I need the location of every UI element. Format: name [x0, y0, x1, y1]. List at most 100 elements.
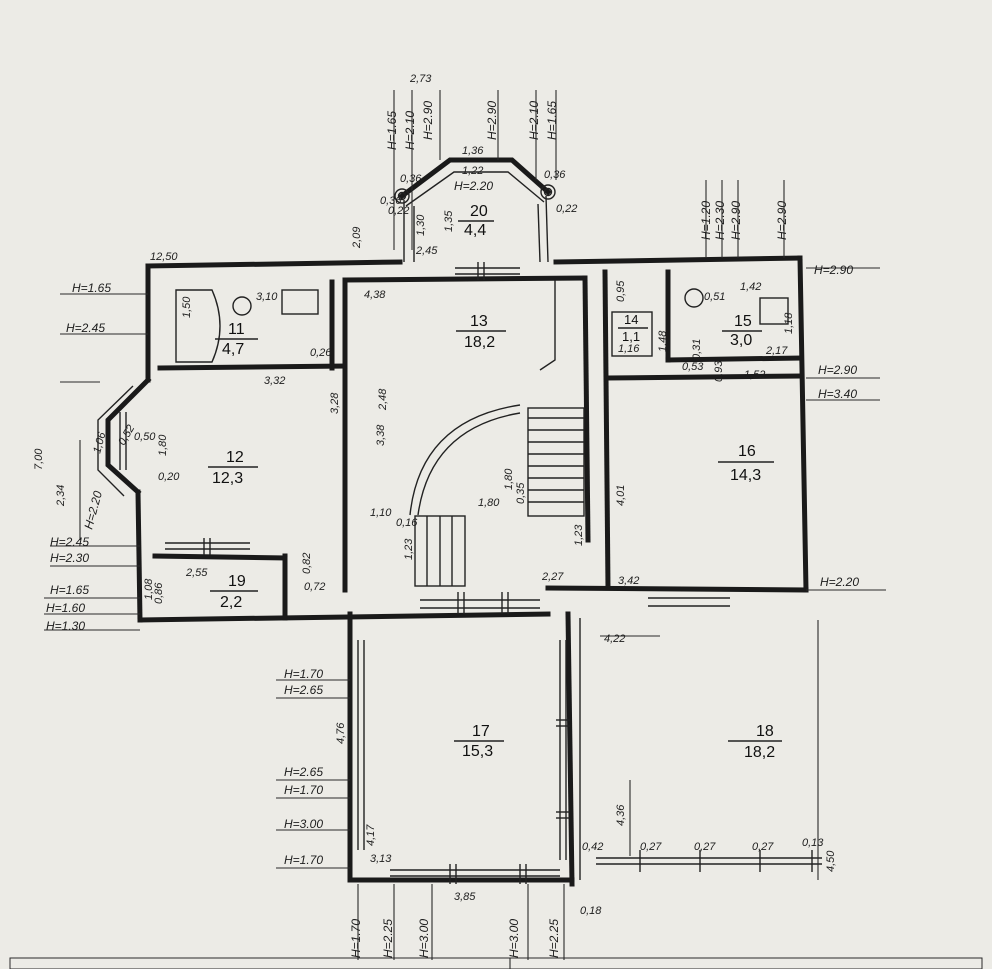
- dim-label: 0,35: [515, 482, 527, 504]
- dim-label: 0,18: [580, 905, 602, 917]
- dim-label: 2,45: [415, 245, 438, 257]
- height-label: H=1.65: [50, 583, 89, 597]
- dim-label: 7,00: [33, 448, 45, 470]
- toilet-15-icon: [684, 288, 704, 308]
- dim-label: 4,38: [364, 289, 386, 301]
- washbasin-11-icon: [281, 289, 319, 315]
- room-number: 16: [738, 443, 756, 460]
- room-number: 12: [226, 449, 244, 466]
- wall-east-inner: [602, 269, 611, 591]
- room-area: 18,2: [464, 334, 495, 351]
- dim-label: 0,53: [682, 361, 704, 373]
- room-19: 19 2,2: [210, 573, 258, 611]
- height-label: H=2.20: [820, 575, 859, 589]
- height-label: H=2.65: [284, 683, 323, 697]
- height-label: H=3.40: [818, 387, 857, 401]
- height-label: H=2.90: [729, 201, 743, 240]
- dim-label: 1,36: [462, 145, 484, 157]
- room-14: 14 1,1: [618, 312, 648, 344]
- dim-label: 2,55: [185, 567, 208, 579]
- dim-label: 1,80: [478, 497, 500, 509]
- dim-label: 4,22: [604, 633, 625, 645]
- dim-label: 0,36: [400, 173, 422, 185]
- dimension-labels: 2,73 1,36 1,22 0,36 0,22 0,36 0,36 0,22 …: [33, 73, 837, 917]
- room-area: 4,7: [222, 341, 244, 358]
- height-label: H=1.65: [545, 101, 559, 140]
- room-number: 13: [470, 313, 488, 330]
- dim-label: 2,09: [351, 227, 363, 249]
- dim-label: 1,08: [143, 578, 155, 600]
- dim-label: 2,73: [409, 73, 432, 85]
- bottom-stamp-frame: [9, 957, 983, 969]
- height-label: H=3.00: [284, 817, 323, 831]
- wall-room19-north: [152, 553, 288, 561]
- wall-north: [145, 259, 403, 269]
- wall-east-upper: [797, 255, 809, 593]
- stair-winder-arc: [409, 404, 521, 516]
- height-label: H=1.70: [284, 853, 323, 867]
- dim-label: 2,17: [765, 345, 788, 357]
- room-18: 18 18,2: [728, 723, 782, 761]
- dim-label: 0,20: [158, 471, 180, 483]
- wall-core-north: [342, 275, 588, 283]
- column-east-icon: [540, 184, 556, 200]
- dim-label: 0,72: [304, 581, 325, 593]
- wall-room11-south: [157, 363, 348, 371]
- height-label: H=1.60: [46, 601, 85, 615]
- room-20: 20 4,4: [458, 203, 494, 239]
- dim-label: 0,36: [380, 195, 402, 207]
- window-bay: [119, 412, 127, 470]
- room-number: 20: [470, 203, 488, 220]
- dim-label: 2,48: [377, 388, 389, 411]
- height-label: H=2.45: [50, 535, 89, 549]
- bay-outer-line: [97, 385, 134, 497]
- dim-label: 0,22: [556, 203, 577, 215]
- height-labels: H=1.65 H=2.10 H=2.90 H=2.90 H=2.10 H=1.6…: [46, 101, 859, 958]
- dim-label: 1,80: [503, 468, 515, 490]
- washbasin-15-icon: [759, 297, 789, 325]
- dim-label: 12,50: [150, 251, 178, 263]
- exterior-walls: [105, 255, 809, 887]
- height-label: H=2.30: [713, 201, 727, 240]
- height-label: H=1.65: [72, 281, 111, 295]
- dim-label: 0,95: [615, 280, 627, 302]
- room-12: 12 12,3: [208, 449, 258, 487]
- stair-arrow: [539, 280, 556, 371]
- room-number: 11: [228, 321, 245, 338]
- dim-label: 0,82: [301, 553, 313, 574]
- height-label: H=2.10: [527, 101, 541, 140]
- room-area: 14,3: [730, 467, 761, 484]
- tower-wall-outer: [398, 157, 552, 200]
- dim-label: 1,52: [744, 369, 765, 381]
- dim-label: 0,42: [582, 841, 603, 853]
- column-west-core: [397, 191, 407, 201]
- room-area: 1,1: [622, 329, 640, 344]
- height-label: H=1.70: [284, 783, 323, 797]
- shower-14-icon: [611, 311, 653, 357]
- window-west-12: [165, 538, 250, 555]
- dim-label: 2,27: [541, 571, 564, 583]
- room-area: 2,2: [220, 594, 242, 611]
- room-13: 13 18,2: [456, 313, 506, 351]
- fixtures: [175, 288, 789, 363]
- dim-label: 4,36: [615, 804, 627, 826]
- column-east-core: [543, 187, 553, 197]
- dim-label: 1,18: [783, 312, 795, 334]
- dim-label: 3,32: [264, 375, 285, 387]
- windows: [119, 262, 822, 884]
- dim-label: 0,26: [310, 347, 332, 359]
- dim-label: 0,50: [134, 431, 156, 443]
- window-room18-south: [596, 850, 822, 872]
- dim-label: 0,51: [704, 291, 725, 303]
- room-number: 18: [756, 723, 774, 740]
- height-label: H=1.70: [284, 667, 323, 681]
- height-label: H=2.30: [50, 551, 89, 565]
- dim-label: 4,76: [335, 722, 347, 744]
- height-label: H=1.20: [699, 201, 713, 240]
- window-north-1: [455, 262, 520, 280]
- wall-west-lower: [135, 489, 143, 623]
- extension-lines: [44, 90, 886, 960]
- dim-label: 0,93: [713, 360, 725, 382]
- dim-label: 0,36: [544, 169, 566, 181]
